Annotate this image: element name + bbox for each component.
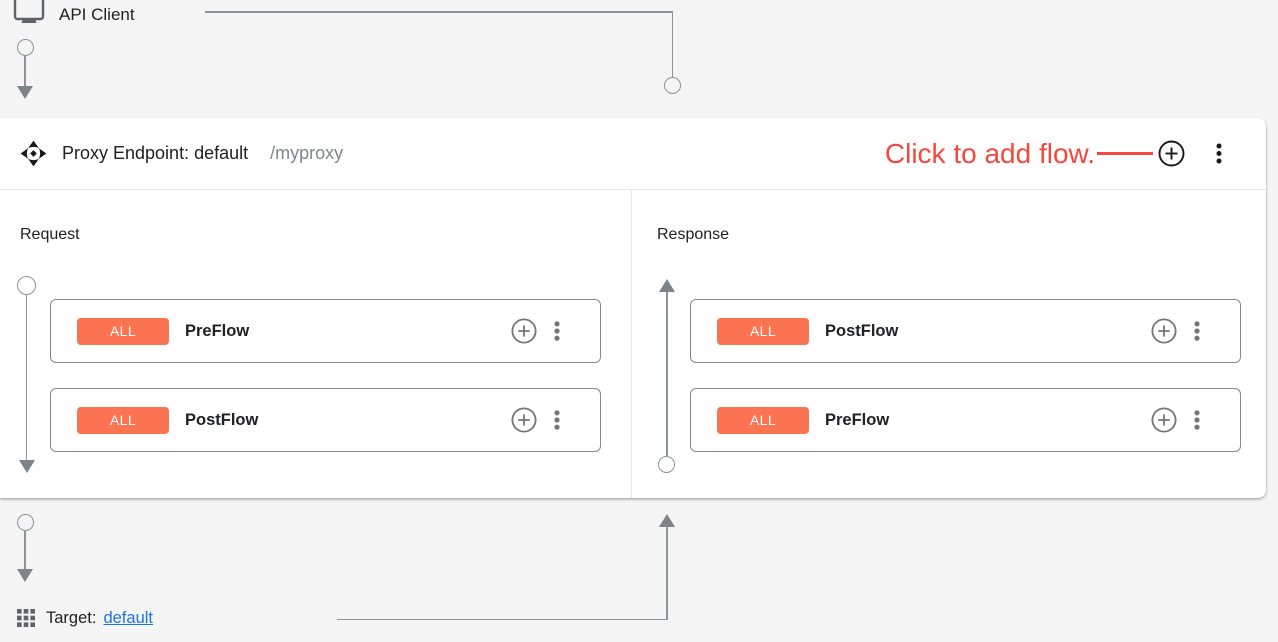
proxy-endpoint-panel: Proxy Endpoint: default /myproxy Click t… xyxy=(0,118,1266,498)
add-flow-button[interactable] xyxy=(1158,140,1185,167)
monitor-icon xyxy=(12,0,46,33)
connector-node xyxy=(17,276,36,295)
add-flow-annotation: Click to add flow. xyxy=(884,137,1095,169)
api-client-label: API Client xyxy=(59,5,135,24)
response-label: Response xyxy=(657,226,730,243)
request-label: Request xyxy=(20,226,80,243)
flow-name: PreFlow xyxy=(185,321,250,340)
target-label: Target: xyxy=(46,608,97,627)
flow-card-response-preflow[interactable]: ALL PreFlow xyxy=(690,388,1241,452)
connector-node xyxy=(16,514,34,531)
connector-node xyxy=(16,39,34,56)
connector-node xyxy=(664,77,681,94)
proxy-endpoint-basepath: /myproxy xyxy=(270,143,344,163)
connector-node xyxy=(658,456,675,473)
connector-line xyxy=(666,292,668,456)
annotation-pointer-line xyxy=(1097,152,1153,155)
proxy-endpoint-body: Request ALL PreFlow xyxy=(0,190,1266,498)
arrow-down-icon xyxy=(17,86,33,99)
connector-line xyxy=(24,56,26,87)
condition-badge: ALL xyxy=(77,317,169,345)
arrow-up-icon xyxy=(659,279,675,292)
connector-line xyxy=(25,295,28,461)
flow-card-request-postflow[interactable]: ALL PostFlow xyxy=(50,388,601,452)
flow-card-response-postflow[interactable]: ALL PostFlow xyxy=(690,299,1241,363)
connector-line xyxy=(24,531,26,570)
connector-line xyxy=(666,526,668,620)
condition-badge: ALL xyxy=(77,406,169,434)
target-default-link[interactable]: default xyxy=(103,608,153,627)
add-policy-button[interactable] xyxy=(511,318,537,344)
connector-line xyxy=(671,11,674,77)
add-policy-button[interactable] xyxy=(1151,407,1177,433)
condition-badge: ALL xyxy=(717,406,809,434)
flow-menu-button[interactable] xyxy=(554,321,560,341)
add-policy-button[interactable] xyxy=(511,407,537,433)
flow-name: PreFlow xyxy=(825,410,890,429)
arrow-up-icon xyxy=(659,514,675,527)
proxy-endpoint-header: Proxy Endpoint: default /myproxy Click t… xyxy=(0,118,1266,190)
flow-menu-button[interactable] xyxy=(1194,321,1200,341)
proxy-endpoint-title: Proxy Endpoint: default xyxy=(62,143,249,163)
endpoint-menu-button[interactable] xyxy=(1216,143,1222,164)
connector-line xyxy=(337,618,668,621)
add-policy-button[interactable] xyxy=(1151,318,1177,344)
connector-line xyxy=(205,11,673,13)
flow-name: PostFlow xyxy=(825,321,899,340)
flow-menu-button[interactable] xyxy=(554,410,560,430)
request-response-divider xyxy=(631,190,632,498)
arrow-down-icon xyxy=(18,460,35,473)
flow-card-request-preflow[interactable]: ALL PreFlow xyxy=(50,299,601,363)
target-row: Target: default xyxy=(16,608,153,628)
arrow-down-icon xyxy=(17,569,33,582)
proxy-endpoint-icon xyxy=(20,140,47,167)
condition-badge: ALL xyxy=(717,317,809,345)
flow-name: PostFlow xyxy=(185,410,259,429)
target-grid-icon xyxy=(16,608,36,628)
flow-menu-button[interactable] xyxy=(1194,410,1200,430)
